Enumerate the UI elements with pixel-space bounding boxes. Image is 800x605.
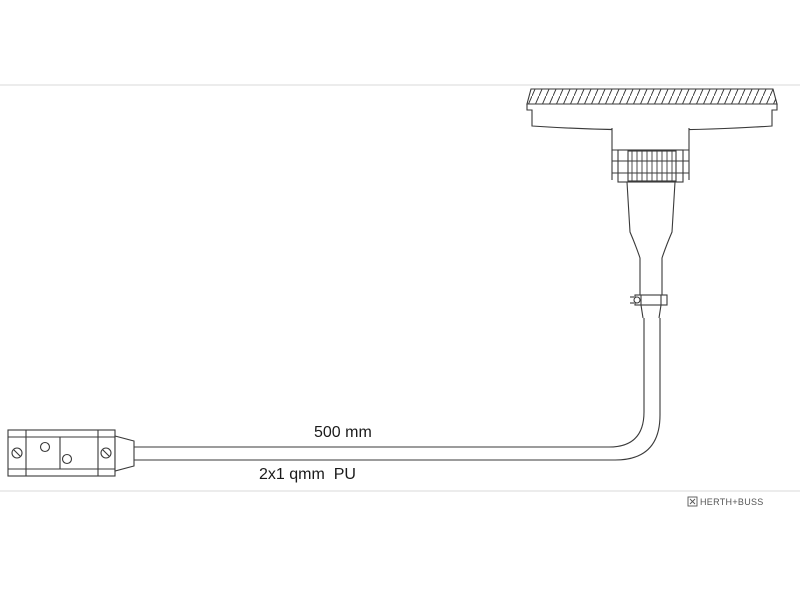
cable-boot (626, 181, 676, 296)
length-label: 500 mm (314, 424, 372, 441)
plug-pin-2 (61, 453, 73, 465)
cable (134, 318, 661, 461)
cable-spec-label: 2x1 qmm PU (259, 466, 356, 483)
sensor-housing-ribs (627, 150, 677, 182)
sensor-head (526, 88, 778, 319)
pad-plate-top (526, 88, 778, 105)
cable-edge-inner (134, 318, 645, 448)
plug-pin-1 (39, 441, 51, 453)
cable-edge-outer (134, 318, 661, 461)
cable-clip (630, 294, 668, 306)
pad-plate-body (526, 103, 778, 131)
plug-connector (7, 429, 135, 477)
sensor-neck (611, 128, 690, 151)
brand-mark-icon (687, 496, 698, 507)
plug-strain-relief (114, 435, 135, 472)
brand-logo-text: HERTH+BUSS (700, 497, 764, 507)
